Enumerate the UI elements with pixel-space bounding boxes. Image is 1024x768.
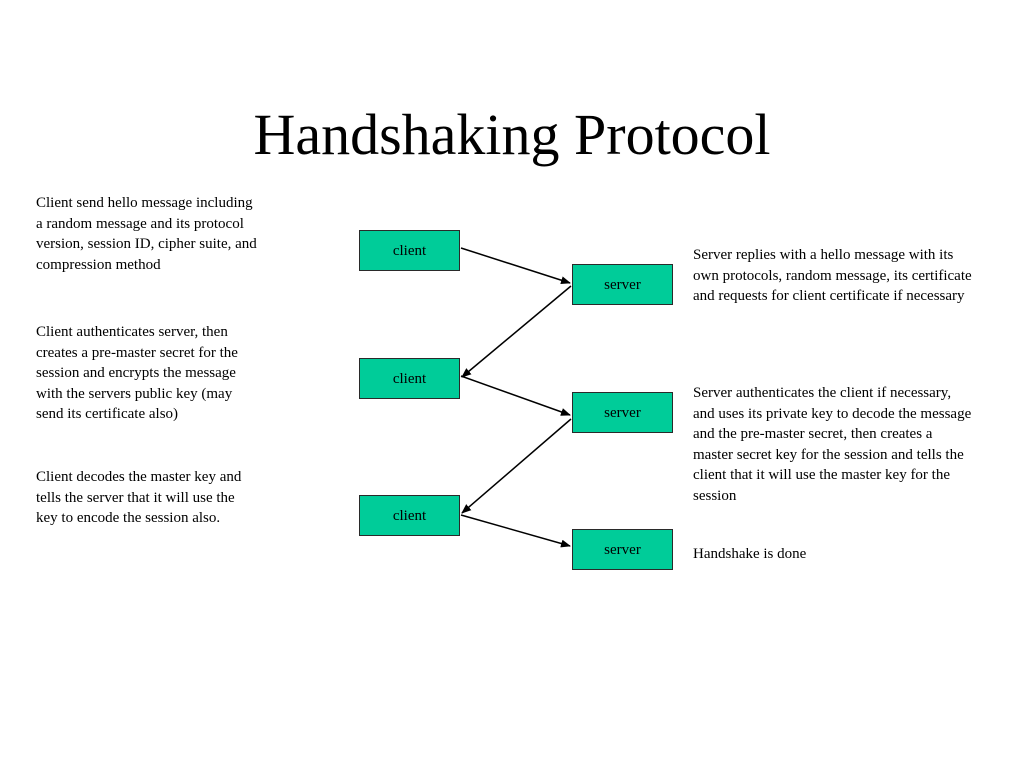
client-node-label: client xyxy=(392,508,427,524)
arrow-client3-to-server3 xyxy=(460,514,571,548)
slide-title: Handshaking Protocol xyxy=(253,102,771,167)
client-note-hello: Client send hello message including a ra… xyxy=(36,195,257,273)
client-node-label: client xyxy=(392,243,427,259)
client-node-label: client xyxy=(392,371,427,387)
server-node-label: server xyxy=(604,542,641,558)
server-node-1: server xyxy=(572,264,673,305)
client-node-1: client xyxy=(359,230,460,271)
client-node-3: client xyxy=(359,495,460,536)
server-node-2: server xyxy=(572,392,673,433)
server-note-hello: Server replies with a hello message with… xyxy=(693,247,972,304)
server-node-label: server xyxy=(604,405,641,421)
client-note-authenticate: Client authenticates server, then create… xyxy=(36,324,238,422)
arrow-client2-to-server2 xyxy=(460,375,571,416)
client-note-decode: Client decodes the master key and tells … xyxy=(36,469,242,526)
client-node-2: client xyxy=(359,358,460,399)
arrow-server2-to-client3 xyxy=(461,418,572,514)
arrow-client1-to-server1 xyxy=(460,247,571,285)
server-node-3: server xyxy=(572,529,673,570)
server-node-label: server xyxy=(604,277,641,293)
server-note-done: Handshake is done xyxy=(693,546,807,562)
server-note-authenticate: Server authenticates the client if neces… xyxy=(693,385,972,504)
arrow-server1-to-client2 xyxy=(461,285,572,378)
